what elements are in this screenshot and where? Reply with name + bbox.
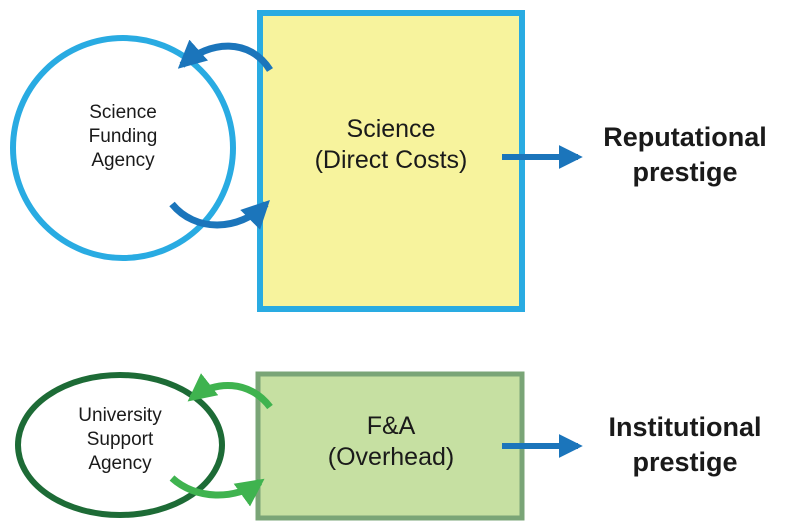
science-direct-costs-box <box>257 10 525 312</box>
label-line: (Overhead) <box>327 443 455 472</box>
bottom-arrow-to-box <box>169 475 265 507</box>
top-arrow-to-agency <box>177 39 273 73</box>
label-line: Agency <box>88 452 152 474</box>
label-line: University <box>78 405 162 426</box>
label-line: (Direct Costs) <box>314 146 468 175</box>
top-arrow-to-box <box>169 200 270 230</box>
label-line: F&A <box>366 412 416 440</box>
fa-overhead-label: F&A (Overhead) <box>280 411 502 474</box>
bottom-arrow-to-agency <box>187 373 273 410</box>
science-direct-costs-label: Science (Direct Costs) <box>280 114 502 177</box>
science-funding-agency-label: Science Funding Agency <box>53 101 193 172</box>
university-support-agency-ellipse <box>15 372 225 518</box>
label-line: Science <box>89 102 157 123</box>
label-line: Support <box>86 428 154 450</box>
label-line: Reputational <box>603 122 767 152</box>
science-funding-agency-ellipse <box>10 35 236 261</box>
label-line: Funding <box>88 125 158 147</box>
label-line: prestige <box>632 157 738 188</box>
reputational-prestige-label: Reputational prestige <box>585 120 785 190</box>
label-line: Science <box>346 115 436 143</box>
institutional-prestige-label: Institutional prestige <box>585 410 785 480</box>
label-line: Agency <box>91 149 155 171</box>
university-support-agency-label: University Support Agency <box>50 404 190 475</box>
label-line: Institutional <box>608 412 762 442</box>
label-line: prestige <box>632 447 738 478</box>
